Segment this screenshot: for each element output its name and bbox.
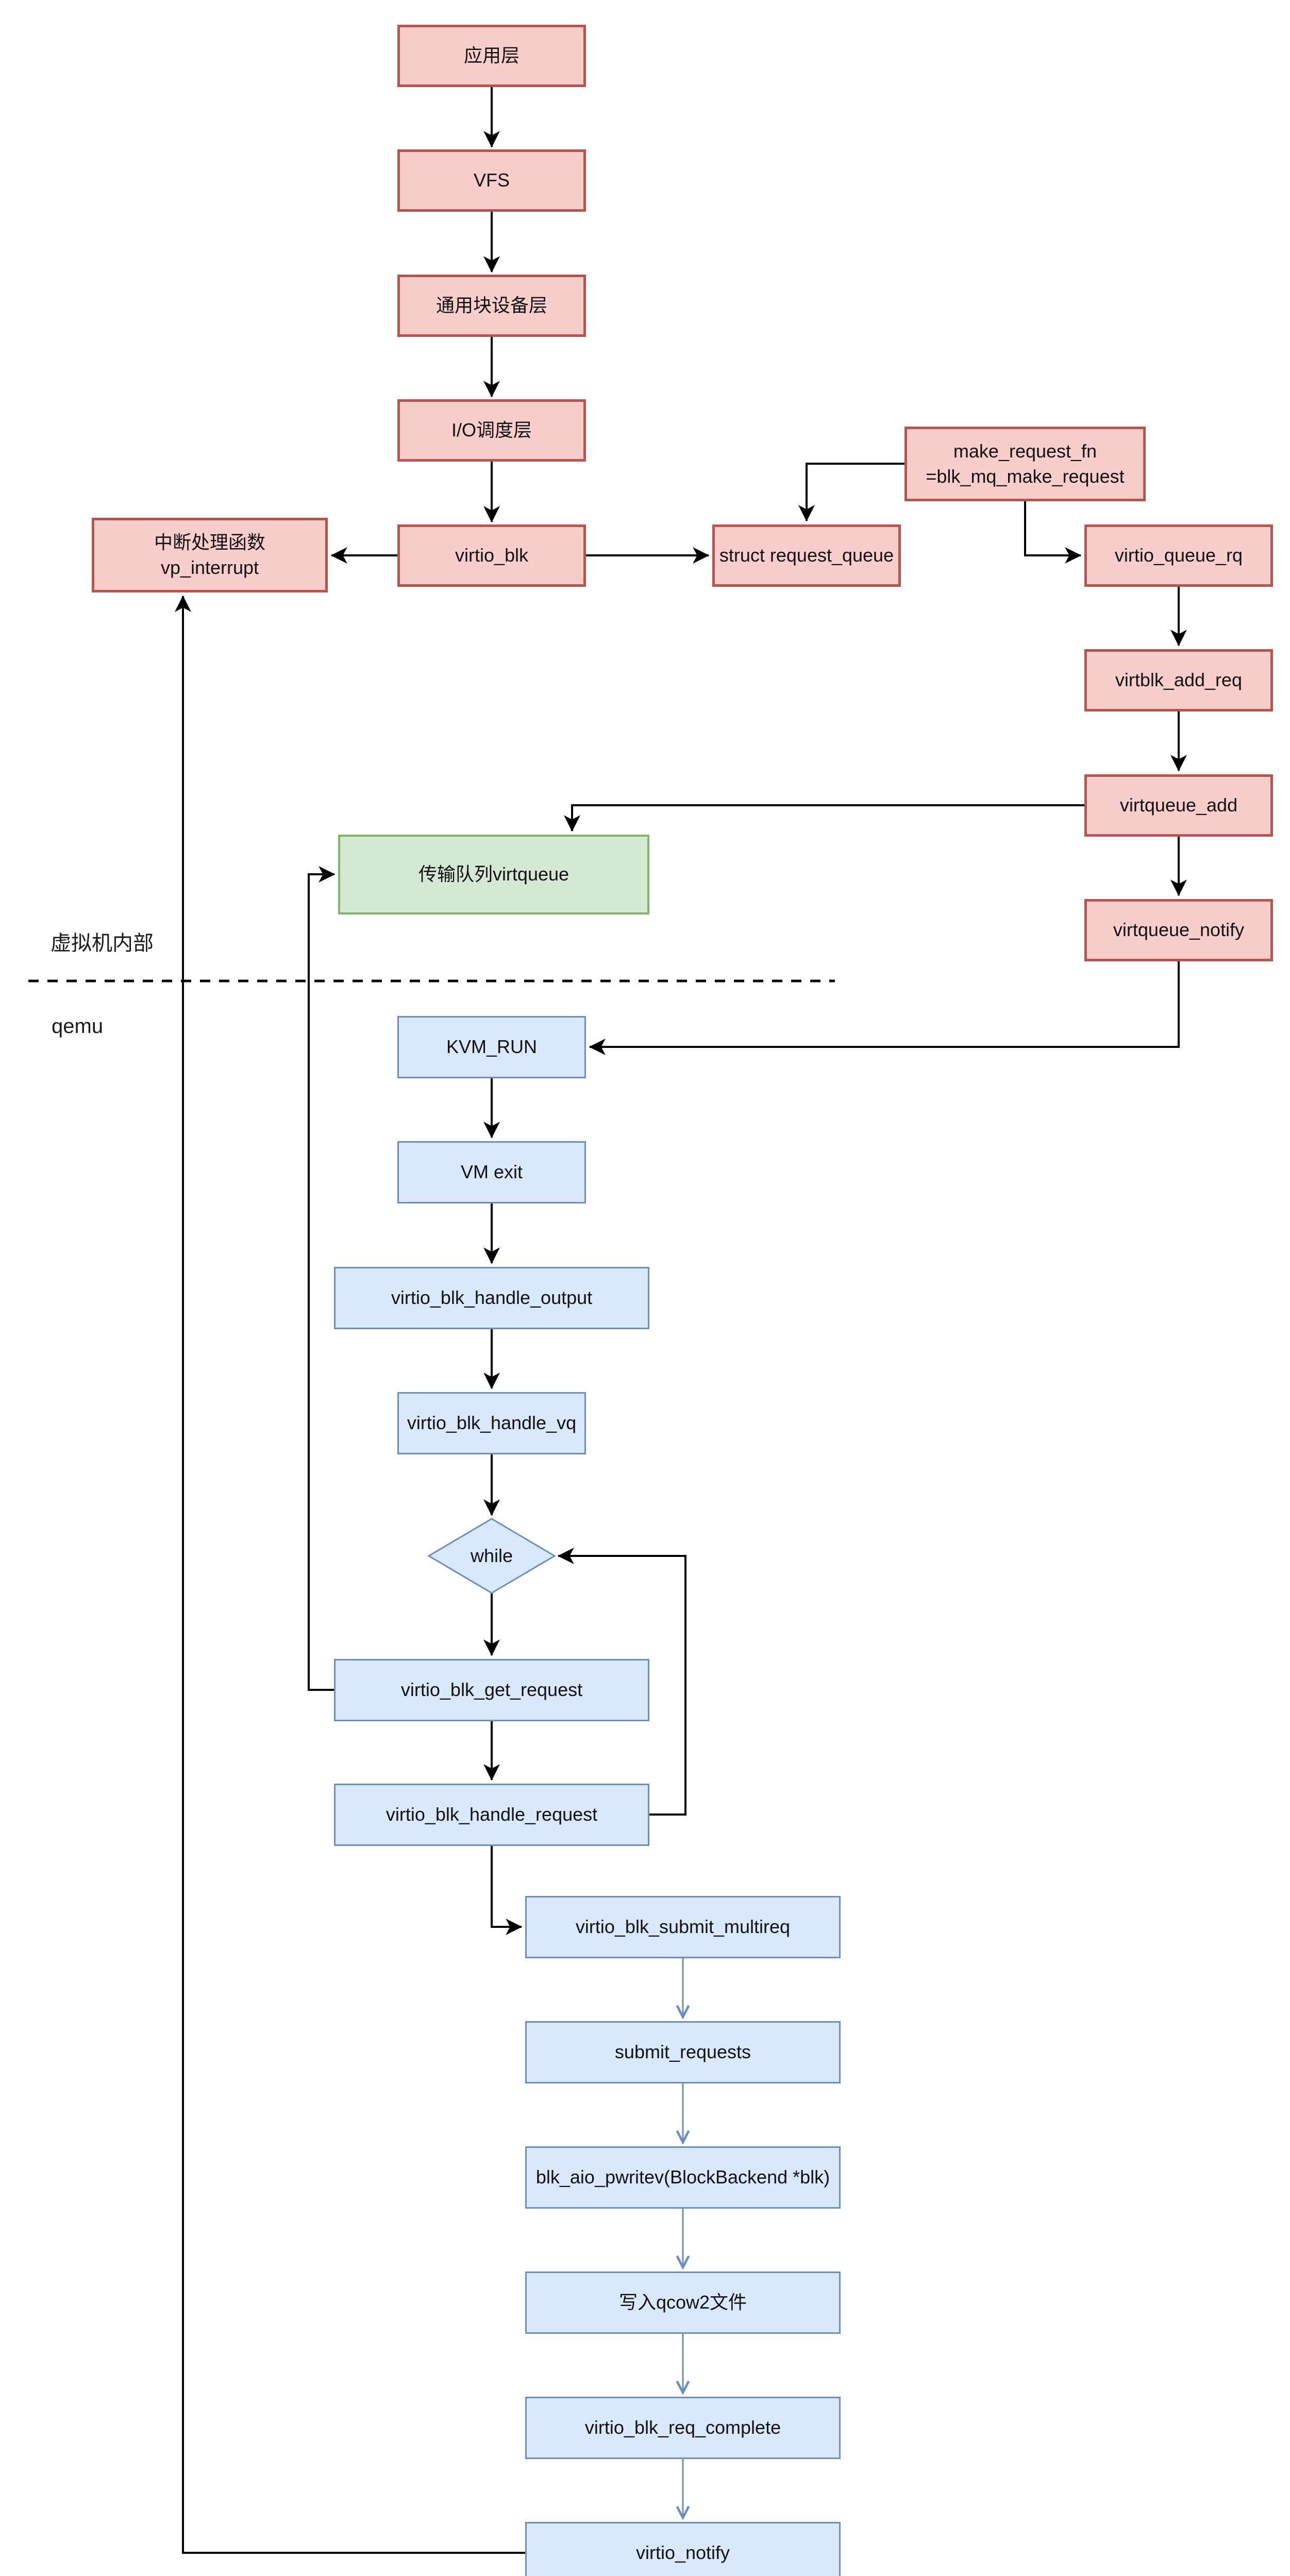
arrow-make-request-fn-to-virtio-queue-rq — [1024, 501, 1082, 564]
node-label: virtqueue_add — [1119, 794, 1238, 816]
node-label: virtio_notify — [635, 2542, 730, 2564]
node-label: I/O调度层 — [451, 419, 532, 441]
arrow-virtio-notify-to-vp-interrupt — [175, 595, 525, 2554]
node-vfs: VFS — [397, 149, 586, 212]
node-label: virtio_blk_handle_vq — [407, 1412, 577, 1434]
node-label-line2: =blk_mq_make_request — [926, 465, 1125, 487]
node-vm-exit: VM exit — [397, 1141, 586, 1204]
node-make-request-fn: make_request_fn =blk_mq_make_request — [904, 427, 1146, 501]
node-virtio-blk: virtio_blk — [397, 524, 586, 587]
vm-inside-label: 虚拟机内部 — [51, 932, 154, 955]
node-label: virtblk_add_req — [1115, 669, 1243, 691]
node-label: 通用块设备层 — [435, 295, 547, 316]
node-label: virtio_blk_req_complete — [584, 2417, 781, 2438]
node-label: 写入qcow2文件 — [618, 2292, 747, 2313]
node-label: struct request_queue — [719, 545, 894, 566]
node-label: virtqueue_notify — [1113, 919, 1245, 941]
node-generic-block-layer: 通用块设备层 — [397, 275, 586, 337]
node-virtio-blk-req-complete: virtio_blk_req_complete — [525, 2397, 841, 2459]
node-virtqueue: 传输队列virtqueue — [338, 835, 649, 914]
node-kvm-run: KVM_RUN — [397, 1016, 586, 1078]
node-virtio-blk-handle-request: virtio_blk_handle_request — [334, 1784, 649, 1846]
node-label: virtio_blk — [455, 545, 529, 566]
arrow-handle-request-to-submit-multireq — [491, 1846, 523, 1935]
node-request-queue: struct request_queue — [712, 524, 901, 587]
node-label: VM exit — [460, 1161, 523, 1183]
node-io-sched-layer: I/O调度层 — [397, 399, 586, 462]
node-virtblk-add-req: virtblk_add_req — [1084, 649, 1273, 711]
node-virtio-blk-get-request: virtio_blk_get_request — [334, 1659, 649, 1721]
node-write-qcow2: 写入qcow2文件 — [525, 2272, 841, 2334]
arrow-get-request-to-virtqueue — [308, 866, 336, 1691]
node-label-line1: 中断处理函数 — [154, 531, 265, 553]
while-diamond-shape — [427, 1518, 556, 1594]
node-label: virtio_blk_handle_output — [391, 1287, 593, 1309]
qemu-label: qemu — [52, 1015, 104, 1038]
node-label: KVM_RUN — [446, 1036, 538, 1058]
node-app-layer: 应用层 — [397, 25, 586, 87]
node-label: 应用层 — [463, 45, 520, 66]
node-label: 传输队列virtqueue — [418, 863, 569, 885]
node-label: submit_requests — [614, 2041, 751, 2063]
node-label: virtio_blk_handle_request — [386, 1804, 598, 1825]
node-label: virtio_blk_get_request — [400, 1679, 583, 1701]
node-label-line1: make_request_fn — [953, 440, 1097, 462]
node-label: virtio_queue_rq — [1114, 545, 1243, 566]
node-label-line2: vp_interrupt — [160, 556, 259, 578]
node-label: virtio_blk_submit_multireq — [575, 1916, 791, 1938]
node-virtio-queue-rq: virtio_queue_rq — [1084, 524, 1273, 587]
node-label: while — [470, 1545, 513, 1566]
node-virtio-notify: virtio_notify — [525, 2522, 841, 2576]
node-virtio-blk-submit-multireq: virtio_blk_submit_multireq — [525, 1896, 841, 1958]
node-virtio-blk-handle-vq: virtio_blk_handle_vq — [397, 1392, 586, 1454]
node-label: VFS — [473, 170, 510, 191]
arrow-make-request-fn-to-request-queue — [798, 463, 904, 522]
node-label: blk_aio_pwritev(BlockBackend *blk) — [535, 2166, 830, 2188]
arrow-virtqueue-notify-to-kvm-run — [589, 961, 1180, 1055]
arrow-virtqueue-add-to-virtqueue — [564, 804, 1084, 832]
node-virtqueue-add: virtqueue_add — [1084, 774, 1273, 837]
arrow-handle-request-loop-to-while — [557, 1548, 686, 1816]
node-while-loop: while — [429, 1519, 555, 1593]
node-virtio-blk-handle-output: virtio_blk_handle_output — [334, 1267, 649, 1329]
node-blk-aio-pwritev: blk_aio_pwritev(BlockBackend *blk) — [525, 2146, 841, 2209]
node-virtqueue-notify: virtqueue_notify — [1084, 899, 1273, 961]
node-submit-requests: submit_requests — [525, 2021, 841, 2083]
node-vp-interrupt: 中断处理函数 vp_interrupt — [92, 518, 328, 592]
